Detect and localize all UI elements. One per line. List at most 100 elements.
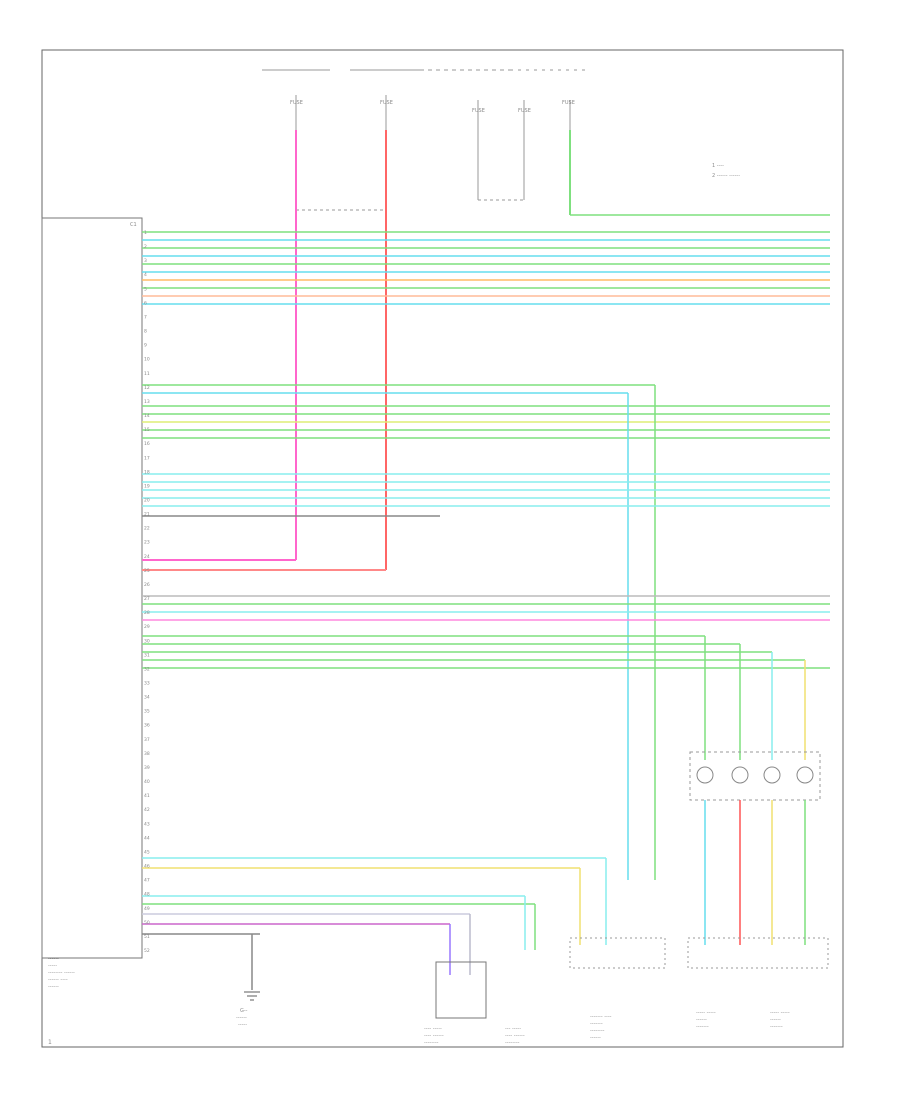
svg-text:FUSE: FUSE bbox=[290, 100, 303, 106]
svg-text:----- -----: ----- ----- bbox=[770, 1010, 790, 1016]
svg-text:-------: ------- bbox=[590, 1021, 603, 1027]
svg-text:-------: ------- bbox=[696, 1024, 709, 1030]
svg-text:------: ------ bbox=[770, 1017, 781, 1023]
speaker-wires-mid bbox=[142, 384, 830, 439]
speaker-pins bbox=[696, 766, 814, 784]
module-pin-number: 18 bbox=[144, 469, 150, 475]
module-pin-number: 14 bbox=[144, 413, 150, 419]
module-pin-number: 48 bbox=[144, 892, 150, 898]
svg-text:--------: -------- bbox=[590, 1028, 605, 1034]
module-pin-number: 15 bbox=[144, 427, 150, 433]
module-pin-number: 26 bbox=[144, 582, 150, 588]
svg-text:---- ------: ---- ------ bbox=[424, 1033, 444, 1039]
speaker-wires-front bbox=[142, 231, 830, 305]
module-pin-number: 24 bbox=[144, 554, 150, 560]
ground-icon bbox=[244, 991, 260, 1001]
module-pin-number: 5 bbox=[144, 286, 147, 292]
top-fuses bbox=[262, 69, 590, 211]
page-number: 1 bbox=[48, 1039, 52, 1046]
module-pin-number: 20 bbox=[144, 498, 150, 504]
speaker-connector bbox=[689, 751, 821, 801]
module-pin-number: 42 bbox=[144, 807, 150, 813]
module-pin-number: 45 bbox=[144, 850, 150, 856]
svg-text:------: ------ bbox=[48, 984, 59, 990]
module-pin-number: 35 bbox=[144, 709, 150, 715]
module-pin-number: 30 bbox=[144, 638, 150, 644]
diagram-border bbox=[41, 49, 844, 1048]
module-pin-number: 51 bbox=[144, 934, 150, 940]
speaker-wires-rear bbox=[142, 595, 830, 669]
module-pin-number: 32 bbox=[144, 666, 150, 672]
module-pins: 1234567891011121314151617181920212223242… bbox=[144, 230, 150, 954]
module-pin-number: 6 bbox=[144, 300, 147, 306]
svg-text:FUSE: FUSE bbox=[518, 108, 531, 114]
module-pin-number: 7 bbox=[144, 315, 147, 321]
module-pin-number: 41 bbox=[144, 793, 150, 799]
svg-text:1 ----: 1 ---- bbox=[712, 163, 724, 169]
module-pin-number: 52 bbox=[144, 948, 150, 954]
module-pin-number: 10 bbox=[144, 357, 150, 363]
connector-label: C1 bbox=[130, 222, 137, 228]
module-pin-number: 25 bbox=[144, 568, 150, 574]
module-pin-number: 19 bbox=[144, 483, 150, 489]
module-pin-number: 31 bbox=[144, 652, 150, 658]
lower-wires bbox=[142, 857, 606, 935]
front-speaker-box bbox=[435, 961, 487, 1019]
svg-text:------: ------ bbox=[590, 1035, 601, 1041]
module-pin-number: 44 bbox=[144, 835, 150, 841]
svg-text:-------- ------: -------- ------ bbox=[48, 970, 75, 976]
module-pin-number: 3 bbox=[144, 258, 147, 264]
module-pin-number: 43 bbox=[144, 821, 150, 827]
svg-text:------: ------ bbox=[48, 956, 59, 962]
svg-text:----- -----: ----- ----- bbox=[696, 1010, 716, 1016]
svg-text:------: ------ bbox=[236, 1015, 247, 1021]
module-pin-number: 50 bbox=[144, 920, 150, 926]
svg-text:-----: ----- bbox=[48, 963, 57, 969]
module-pin-number: 38 bbox=[144, 751, 150, 757]
module-pin-number: 49 bbox=[144, 906, 150, 912]
speaker-wires-door bbox=[142, 473, 830, 517]
module-pin-number: 4 bbox=[144, 272, 147, 278]
bottom-connector-a bbox=[569, 937, 666, 969]
module-name: ------ ----- -------- ------ ------ ----… bbox=[48, 956, 75, 990]
module-pin-number: 23 bbox=[144, 540, 150, 546]
svg-text:---- -----: ---- ----- bbox=[424, 1026, 442, 1032]
module-pin-number: 39 bbox=[144, 765, 150, 771]
module-pin-number: 46 bbox=[144, 864, 150, 870]
svg-text:------ ----: ------ ---- bbox=[48, 977, 68, 983]
module-pin-number: 47 bbox=[144, 878, 150, 884]
module-pin-number: 34 bbox=[144, 695, 150, 701]
module-pin-number: 37 bbox=[144, 737, 150, 743]
svg-text:------: ------ bbox=[696, 1017, 707, 1023]
module-pin-number: 28 bbox=[144, 610, 150, 616]
module-pin-number: 8 bbox=[144, 329, 147, 335]
ground-label: G-- ------ ----- bbox=[236, 1008, 248, 1028]
module-pin-number: 21 bbox=[144, 512, 150, 518]
bottom-component-labels: ---- ----- ---- ------ -------- --- ----… bbox=[424, 1010, 790, 1046]
module-pin-number: 2 bbox=[144, 244, 147, 250]
svg-text:--------: -------- bbox=[424, 1040, 439, 1046]
module-pin-number: 13 bbox=[144, 399, 150, 405]
module-pin-number: 27 bbox=[144, 596, 150, 602]
module-pin-number: 22 bbox=[144, 526, 150, 532]
module-pin-number: 36 bbox=[144, 723, 150, 729]
svg-text:---- ------: ---- ------ bbox=[505, 1033, 525, 1039]
module-pin-number: 16 bbox=[144, 441, 150, 447]
module-pin-number: 1 bbox=[144, 230, 147, 236]
svg-text:-----: ----- bbox=[238, 1022, 247, 1028]
module-pin-number: 40 bbox=[144, 779, 150, 785]
module-pin-number: 29 bbox=[144, 624, 150, 630]
top-fuse-labels: FUSE FUSE FUSE FUSE FUSE bbox=[290, 100, 575, 114]
callout-note: 1 ---- 2 ------ ------ bbox=[712, 163, 740, 179]
module-box bbox=[41, 217, 143, 959]
svg-text:FUSE: FUSE bbox=[380, 100, 393, 106]
svg-text:--------: -------- bbox=[505, 1040, 520, 1046]
module-pin-number: 11 bbox=[144, 371, 150, 377]
svg-text:--- -----: --- ----- bbox=[505, 1026, 521, 1032]
svg-text:-------: ------- bbox=[770, 1024, 783, 1030]
svg-text:FUSE: FUSE bbox=[562, 100, 575, 106]
svg-text:2 ------ ------: 2 ------ ------ bbox=[712, 173, 740, 179]
module-pin-number: 17 bbox=[144, 455, 150, 461]
svg-text:G--: G-- bbox=[240, 1008, 248, 1014]
